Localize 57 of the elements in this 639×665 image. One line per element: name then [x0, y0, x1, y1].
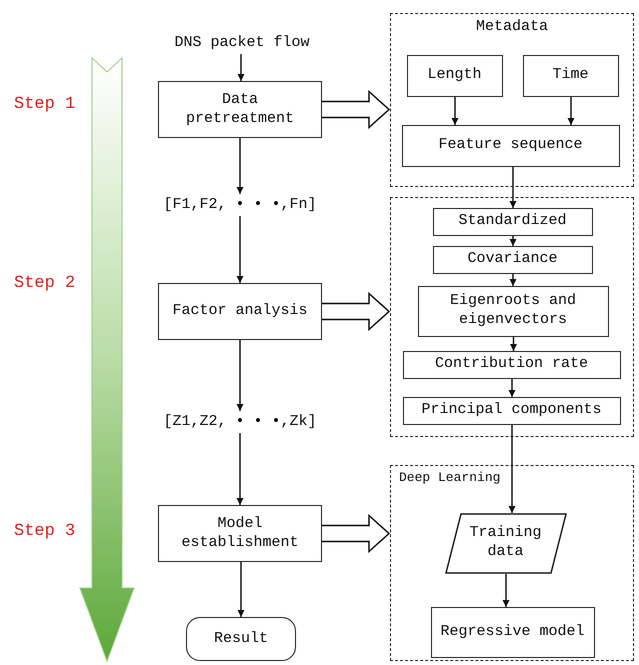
box-label: Time — [552, 66, 588, 85]
box-label: Model establishment — [180, 514, 300, 552]
step-label: Step 3 — [14, 522, 76, 541]
block-arrow — [321, 514, 390, 554]
box-label: Eigenroots and eigenvectors — [448, 292, 578, 330]
box-label: Length — [427, 66, 482, 85]
box-label: Factor analysis — [172, 302, 308, 321]
arrow — [508, 425, 516, 513]
box-label: Standardized — [458, 212, 567, 231]
dashed-group — [390, 197, 634, 437]
process-box — [158, 81, 322, 138]
box-label: Training data — [468, 524, 542, 562]
arrow — [236, 138, 244, 194]
box-label: Regressive model — [440, 622, 585, 642]
process-box — [432, 208, 592, 236]
arrow — [510, 337, 517, 351]
process-box — [406, 54, 502, 96]
block-arrow — [321, 90, 390, 130]
arrow — [236, 216, 244, 283]
terminal-box — [186, 617, 296, 661]
process-box — [402, 350, 620, 378]
arrow — [508, 379, 516, 397]
arrow — [502, 574, 510, 607]
arrow — [510, 167, 516, 208]
process-box — [430, 606, 594, 658]
vector-label: [F1,F2, • • •,Fn] — [163, 196, 317, 214]
dashed-group — [390, 465, 634, 661]
step-label: Step 2 — [14, 274, 76, 293]
process-box — [432, 246, 592, 274]
process-box — [402, 124, 620, 166]
box-label: Covariance — [467, 250, 558, 269]
dashed-group — [390, 13, 634, 187]
group-heading: Metadata — [474, 18, 549, 37]
process-box — [158, 283, 322, 340]
block-arrow — [321, 292, 390, 332]
box-label: Data pretreatment — [184, 90, 296, 128]
process-box — [158, 505, 322, 562]
arrow — [236, 340, 244, 411]
arrow — [510, 274, 516, 286]
group-heading: Deep Learning — [399, 470, 500, 486]
arrow — [510, 236, 516, 246]
arrow — [236, 433, 244, 505]
box-label: Contribution rate — [434, 355, 588, 374]
arrow — [568, 97, 574, 125]
process-box — [402, 396, 620, 424]
arrow — [238, 54, 244, 81]
box-label: Result — [214, 630, 268, 648]
arrow — [238, 562, 244, 617]
arrow — [452, 97, 458, 125]
data-parallelogram — [444, 512, 566, 574]
vector-label: [Z1,Z2, • • •,Zk] — [163, 412, 317, 432]
step-label: Step 1 — [14, 95, 76, 114]
box-label: Feature sequence — [438, 136, 583, 155]
process-box — [522, 54, 618, 96]
process-box — [418, 286, 608, 336]
input-label: DNS packet flow — [174, 34, 310, 52]
box-label: Principal components — [421, 401, 602, 420]
